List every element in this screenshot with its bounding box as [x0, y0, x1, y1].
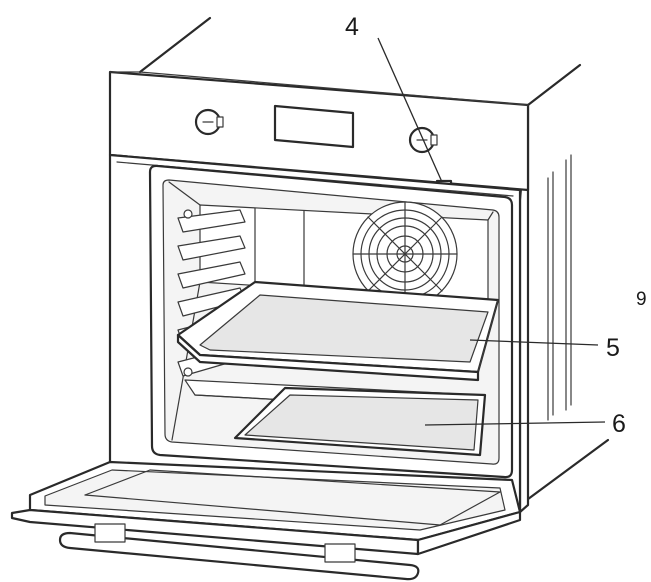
oven-door-icon[interactable]	[10, 460, 522, 556]
control-knob-left-icon[interactable]	[194, 108, 224, 136]
callout-4: 4	[345, 13, 359, 41]
cabinet-outline	[138, 16, 610, 507]
callout-9: 9	[636, 289, 647, 310]
callout-5: 5	[606, 334, 620, 362]
control-knob-right-icon[interactable]	[408, 126, 438, 154]
convection-fan-icon	[352, 201, 458, 307]
callout-6: 6	[612, 410, 626, 438]
door-handle-icon[interactable]	[58, 523, 420, 581]
baking-tray-icon	[176, 280, 500, 382]
callout-leaders	[377, 37, 606, 426]
bottom-plate	[233, 386, 487, 457]
display-panel-icon	[273, 104, 355, 149]
